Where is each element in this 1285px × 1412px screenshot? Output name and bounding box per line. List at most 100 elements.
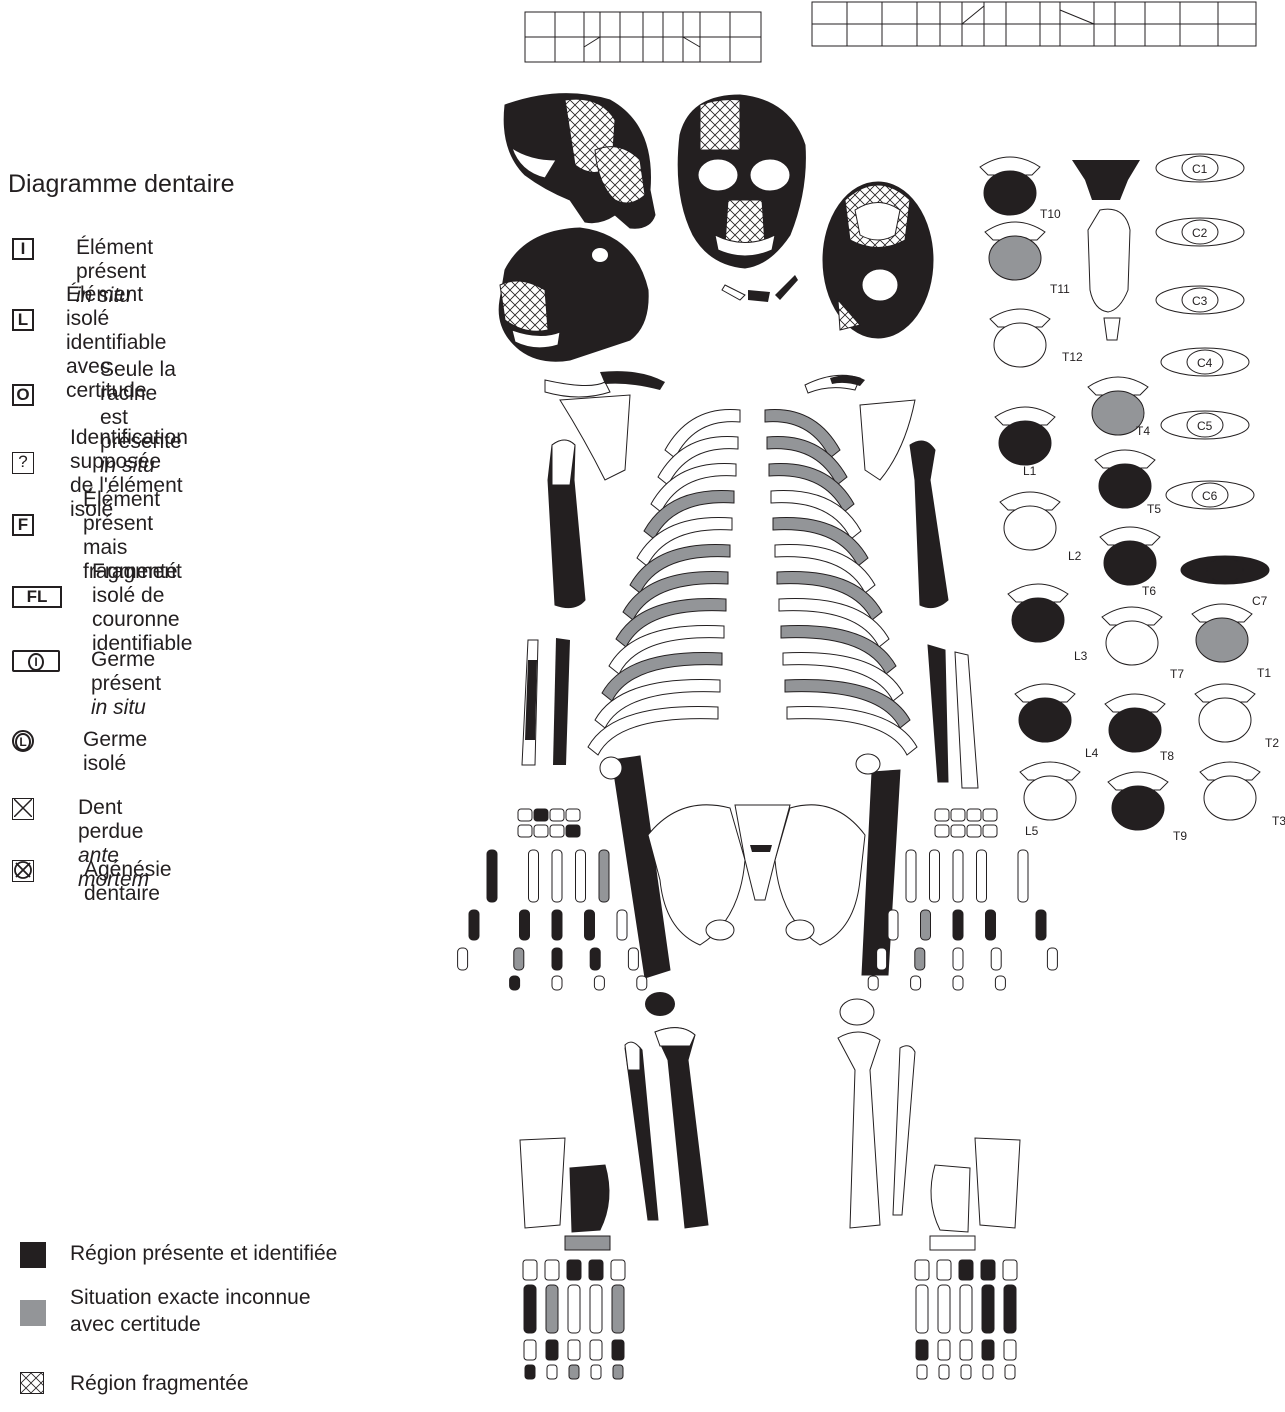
vertebra-label: T5 [1147, 502, 1161, 516]
phalanx [953, 976, 963, 990]
vertebra-label: C1 [1192, 162, 1208, 176]
dental-grid-mandible [812, 2, 1256, 46]
tarsal [1003, 1260, 1017, 1280]
phalanx [983, 1365, 993, 1379]
tarsal [915, 1260, 929, 1280]
vertebra-label: C2 [1192, 226, 1208, 240]
ulna-right [553, 638, 570, 765]
vertebra-label: L1 [1023, 464, 1037, 478]
calcaneus [520, 1138, 565, 1228]
vertebra-body [1099, 464, 1151, 508]
tibia-right [655, 1028, 708, 1228]
patella-left [840, 999, 874, 1025]
vertebra-body [1112, 786, 1164, 830]
clavicle-right-fragment [600, 371, 665, 390]
vertebra-body [1106, 621, 1158, 665]
phalanx [514, 948, 524, 970]
phalanx [552, 910, 562, 940]
phalanx [906, 850, 916, 902]
clavicle-right [545, 380, 610, 397]
vertebra-label: C5 [1197, 419, 1213, 433]
vertebra-body [1207, 558, 1243, 582]
patella-right [645, 992, 675, 1016]
tarsal [981, 1260, 995, 1280]
phalanx [590, 948, 600, 970]
phalanx [938, 1340, 950, 1360]
phalanx [961, 1365, 971, 1379]
tarsal [523, 1260, 537, 1280]
vertebral-column: C1C2C3C4C5C6C7T1T2T3T4T5T6T7T8T9T10T11T1… [980, 154, 1285, 843]
phalanx [547, 1365, 557, 1379]
phalanx [594, 976, 604, 990]
phalanx [569, 1365, 579, 1379]
phalanx [915, 948, 925, 970]
vertebra-label: T1 [1257, 666, 1271, 680]
carpal [935, 809, 949, 821]
vertebra-body [1012, 598, 1064, 642]
vertebra-label: T7 [1170, 667, 1184, 681]
phalanx [546, 1340, 558, 1360]
carpal [983, 809, 997, 821]
vertebra-body [1109, 708, 1161, 752]
fibula-right [625, 1044, 658, 1220]
phalanx [888, 910, 898, 940]
vertebra-label: L5 [1025, 824, 1039, 838]
vertebra-label: T3 [1272, 814, 1285, 828]
metatarsal [982, 1285, 994, 1333]
phalanx [612, 1340, 624, 1360]
phalanx [917, 1365, 927, 1379]
scapula-left [860, 400, 915, 480]
radius-left [955, 652, 978, 788]
vertebra-body [1024, 776, 1076, 820]
phalanx [599, 850, 609, 902]
skull-lateral-right [504, 94, 655, 229]
navicular [930, 1236, 975, 1250]
phalanx [953, 948, 963, 970]
phalanx [637, 976, 647, 990]
phalanx [939, 1365, 949, 1379]
vertebra-label: T12 [1062, 350, 1083, 364]
vertebra-label: T6 [1142, 584, 1156, 598]
phalanx [991, 948, 1001, 970]
phalanx [628, 948, 638, 970]
phalanx [986, 910, 996, 940]
phalanx [1004, 1340, 1016, 1360]
vertebra-body [1204, 776, 1256, 820]
carpal [967, 809, 981, 821]
vertebra-label: C6 [1202, 489, 1218, 503]
phalanx [982, 1340, 994, 1360]
carpal [566, 825, 580, 837]
phalanx [868, 976, 878, 990]
phalanx [510, 976, 520, 990]
vertebra-label: T9 [1173, 829, 1187, 843]
tarsal [611, 1260, 625, 1280]
phalanx [1047, 948, 1057, 970]
talus [931, 1165, 970, 1232]
carpal [518, 825, 532, 837]
phalanx [487, 850, 497, 902]
phalanx [977, 850, 987, 902]
skull-basal [823, 182, 933, 338]
metatarsal [524, 1285, 536, 1333]
vertebra-label: T10 [1040, 207, 1061, 221]
carpal [534, 809, 548, 821]
fibula-left [893, 1046, 915, 1215]
vertebra-label: T11 [1050, 282, 1070, 296]
carpal [518, 809, 532, 821]
phalanx [529, 850, 539, 902]
vertebra-body [984, 171, 1036, 215]
navicular [565, 1236, 610, 1250]
phalanx [995, 976, 1005, 990]
phalanx [911, 976, 921, 990]
tarsal [545, 1260, 559, 1280]
phalanx [552, 976, 562, 990]
femur-left [862, 770, 900, 975]
phalanx [930, 850, 940, 902]
skull-lateral-left [499, 228, 648, 361]
carpal [566, 809, 580, 821]
vertebra-body [1199, 698, 1251, 742]
carpal [550, 825, 564, 837]
vertebra-label: T2 [1265, 736, 1279, 750]
tarsal [959, 1260, 973, 1280]
foot-left [915, 1138, 1020, 1379]
